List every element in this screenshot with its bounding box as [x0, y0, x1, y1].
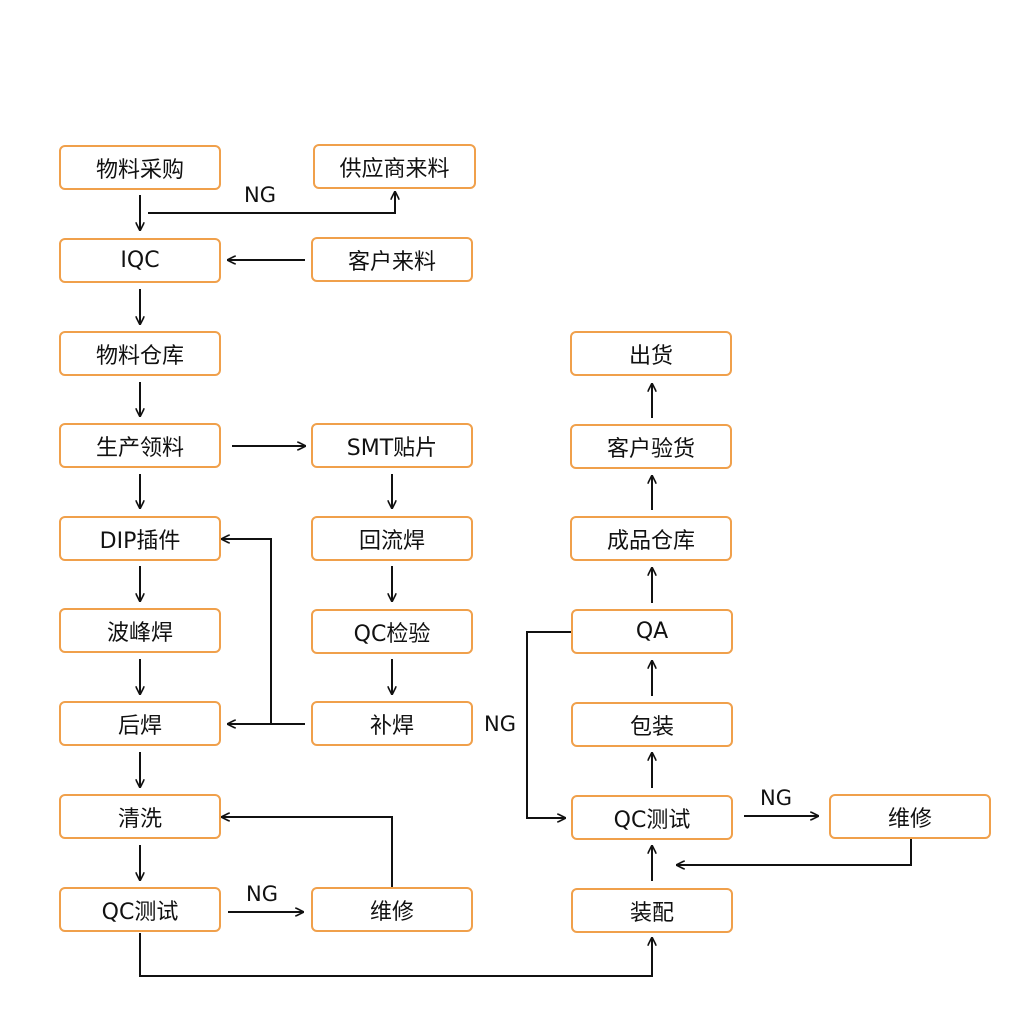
- node-dip: DIP插件: [59, 516, 221, 561]
- node-purchase: 物料采购: [59, 145, 221, 190]
- node-touch-up: 补焊: [311, 701, 473, 746]
- node-smt: SMT贴片: [311, 423, 473, 468]
- arrow-repair-to-cleaning: [222, 817, 393, 887]
- node-supplier: 供应商来料: [313, 144, 476, 189]
- node-qa: QA: [571, 609, 733, 654]
- node-packing: 包装: [571, 702, 733, 747]
- node-customer-material: 客户来料: [311, 237, 473, 282]
- node-material-warehouse: 物料仓库: [59, 331, 221, 376]
- node-qc-test-right: QC测试: [571, 795, 733, 840]
- node-repair-right: 维修: [829, 794, 991, 839]
- arrow-repair-right-back: [677, 839, 912, 865]
- arrow-ng-to-supplier: [148, 192, 395, 214]
- node-repair-left: 维修: [311, 887, 473, 932]
- node-post-solder: 后焊: [59, 701, 221, 746]
- ng-label-repair-right: NG: [760, 786, 792, 810]
- ng-label-qa: NG: [484, 712, 516, 736]
- node-customer-accept: 客户验货: [570, 424, 732, 469]
- arrow-loop-to-dip: [222, 539, 272, 724]
- arrow-qa-ng-to-qctest: [526, 631, 571, 818]
- node-wave: 波峰焊: [59, 608, 221, 653]
- node-assembly: 装配: [571, 888, 733, 933]
- node-cleaning: 清洗: [59, 794, 221, 839]
- ng-label-repair-left: NG: [246, 882, 278, 906]
- node-production-picking: 生产领料: [59, 423, 221, 468]
- node-reflow: 回流焊: [311, 516, 473, 561]
- node-finished-warehouse: 成品仓库: [570, 516, 732, 561]
- node-qc-test-left: QC测试: [59, 887, 221, 932]
- node-qc-inspect: QC检验: [311, 609, 473, 654]
- arrow-qctest-to-assembly: [139, 933, 652, 977]
- node-iqc: IQC: [59, 238, 221, 283]
- ng-label-supplier: NG: [244, 183, 276, 207]
- node-shipping: 出货: [570, 331, 732, 376]
